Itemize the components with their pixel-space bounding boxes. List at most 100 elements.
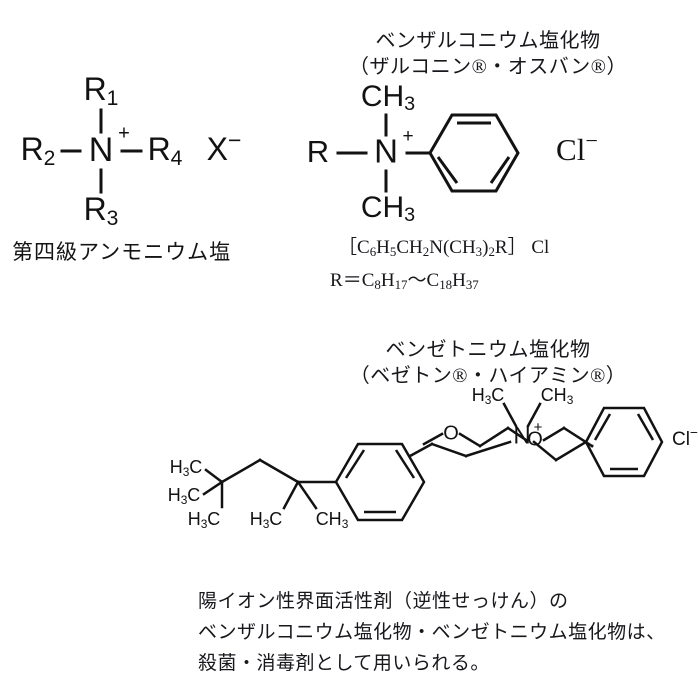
bond-c1-methyl-b — [202, 480, 224, 496]
r-def-c-high: C — [426, 270, 440, 291]
formula-ch3: CH — [449, 237, 476, 258]
r4-label: R4 — [148, 131, 183, 169]
formula-c6: C — [357, 237, 370, 258]
bond-o2-ch2 — [542, 426, 566, 442]
r-def-h-high-sub: 37 — [465, 277, 479, 293]
bond-c1-methyl-a — [204, 468, 224, 484]
counter-ion-cl-label: Cl− — [556, 128, 598, 167]
benzalkonium-title-main: ベンザルコニウム塩化物 — [375, 30, 601, 52]
aryl-double-bond-upper-right — [394, 449, 416, 479]
bond-aryl-o1 — [422, 432, 444, 446]
formula-ch2: CH — [396, 237, 423, 258]
bond-chain-in — [408, 442, 434, 458]
formula-bracket-close: ］ — [507, 237, 527, 258]
benzalkonium-structure: R N + CH3 CH3 Cl− — [307, 80, 598, 226]
n-methyl-right-label: CH3 — [541, 385, 574, 407]
benzethonium-left-labels-figure: H3C H3C H3C H3C CH3 O O — [160, 390, 580, 550]
summary-line-3: 殺菌・消毒剤として用いられる。 — [198, 653, 490, 674]
benzethonium-title-main: ベンゼトニウム塩化物 — [385, 339, 591, 361]
formula-h5: H — [376, 237, 390, 258]
quaternary-ammonium-structure: N + R1 R3 R2 R4 X− — [21, 71, 242, 229]
r-def-h-high: H — [452, 270, 466, 291]
benzethonium-left-labels: H3C H3C H3C H3C CH3 O O — [168, 422, 543, 531]
benzalkonium-figure: R N + CH3 CH3 Cl− — [300, 80, 640, 226]
summary-line-1: 陽イオン性界面活性剤（逆性せっけん）の — [198, 591, 569, 612]
counter-ion-cl-label: Cl− — [672, 425, 698, 450]
formula-ch2-sub: 2 — [422, 244, 430, 260]
r-def-equals: ＝ — [342, 270, 362, 291]
benzethonium-nitrogen-benzyl-figure: N + H3C CH3 Cl− — [408, 385, 698, 510]
bond-c1-ch2 — [220, 458, 262, 484]
r2-label: R2 — [21, 131, 56, 169]
r-def-c-high-sub: 18 — [439, 277, 453, 293]
formula-r: R — [494, 237, 508, 258]
formula-h5-sub: 5 — [389, 244, 397, 260]
aryl-double-bond-upper-left — [344, 449, 366, 479]
formula-ch3-sub: 3 — [475, 244, 483, 260]
benzethonium-title-block: ベンゼトニウム塩化物 （ベゼトン®・ハイアミン®） — [288, 337, 688, 389]
bond-o1-ch2 — [458, 432, 482, 448]
aryl-ring — [334, 442, 426, 522]
bond-c2-methyl-d — [282, 480, 300, 510]
r1-label: R1 — [84, 71, 119, 109]
benzethonium-title-subtitle: （ベゼトン®・ハイアミン®） — [349, 365, 627, 387]
bond-ch2-c2 — [258, 458, 300, 484]
methyl-bottom-label: CH3 — [361, 191, 415, 226]
bond-ch2-o2 — [506, 426, 528, 442]
methyl-d-label: H3C — [250, 509, 283, 531]
bond-n-methyl-left — [502, 402, 518, 428]
summary-text-block: 陽イオン性界面活性剤（逆性せっけん）の ベンザルコニウム塩化物・ベンゼトニウム塩… — [198, 586, 666, 679]
nitrogen-label: N — [374, 133, 398, 170]
ether-o1-label: O — [443, 422, 459, 444]
r-def-c-low: C — [361, 270, 375, 291]
methyl-e-label: CH3 — [316, 509, 349, 531]
quaternary-ammonium-caption: 第四級アンモニウム塩 — [12, 241, 232, 264]
benzalkonium-title-subtitle: （ザルコニン®・オスバン®） — [349, 56, 627, 78]
bond-ch2-ch2-a — [478, 426, 510, 448]
r-def-tilde: 〜 — [407, 270, 427, 291]
nitrogen-label: N — [89, 131, 114, 169]
nitrogen-label: N — [513, 422, 530, 449]
formula-c6-sub: 6 — [369, 244, 377, 260]
benzethonium-nitrogen-benzyl: N + H3C CH3 Cl− — [408, 385, 698, 478]
counter-ion-x-label: X− — [207, 127, 242, 167]
benzalkonium-title-block: ベンザルコニウム塩化物 （ザルコニン®・オスバン®） — [288, 28, 688, 80]
methyl-b-label: H3C — [168, 485, 201, 507]
bond-benzyl-ch2-ring — [554, 440, 588, 462]
formula-paren-close: ) — [482, 237, 489, 258]
nitrogen-charge-label: + — [534, 419, 543, 436]
methyl-c-label: H3C — [188, 509, 221, 531]
bond-ch2-to-n — [464, 440, 512, 458]
methyl-a-label: H3C — [170, 457, 203, 479]
benzalkonium-formula-bracket: ［C6H5CH2N(CH3)2R］ Cl — [338, 232, 549, 260]
methyl-top-label: CH3 — [361, 80, 415, 115]
bond-n-benzyl-ch2 — [532, 440, 558, 462]
nitrogen-charge-label: + — [402, 126, 413, 147]
quaternary-ammonium-figure: N + R1 R3 R2 R4 X− — [0, 70, 280, 240]
formula-n: N — [429, 237, 443, 258]
n-methyl-left-label: H3C — [472, 385, 505, 407]
formula-bracket-open: ［ — [338, 237, 358, 258]
formula-paren-open: ( — [442, 237, 450, 258]
formula-paren-sub: 2 — [488, 244, 495, 260]
benzyl-ring — [584, 406, 664, 478]
phenyl-double-bond-lower-right — [489, 156, 511, 184]
formula-cl: Cl — [531, 237, 550, 258]
phenyl-ring — [428, 113, 520, 193]
bond-chain-to-n — [430, 442, 468, 458]
phenyl-double-bond-lower-left — [436, 156, 459, 184]
r-def-c-low-sub: 8 — [374, 277, 381, 293]
nitrogen-charge-label: + — [118, 122, 130, 144]
r-def-h-low-sub: 17 — [394, 277, 408, 293]
r3-label: R3 — [84, 191, 119, 229]
r-def-h-low: H — [380, 270, 395, 291]
benzyl-double-bond-upper-right — [636, 413, 655, 441]
summary-line-2: ベンザルコニウム塩化物・ベンゼトニウム塩化物は、 — [198, 622, 666, 643]
bond-n-methyl-right — [526, 402, 542, 428]
benzyl-double-bond-upper-left — [593, 413, 612, 441]
ether-o2-label: O — [527, 428, 543, 450]
r-group-label: R — [307, 134, 329, 169]
benzalkonium-r-definition: R＝C8H17〜C18H37 — [330, 265, 479, 293]
r-def-r: R — [330, 270, 343, 291]
bond-c2-methyl-e — [296, 480, 318, 510]
